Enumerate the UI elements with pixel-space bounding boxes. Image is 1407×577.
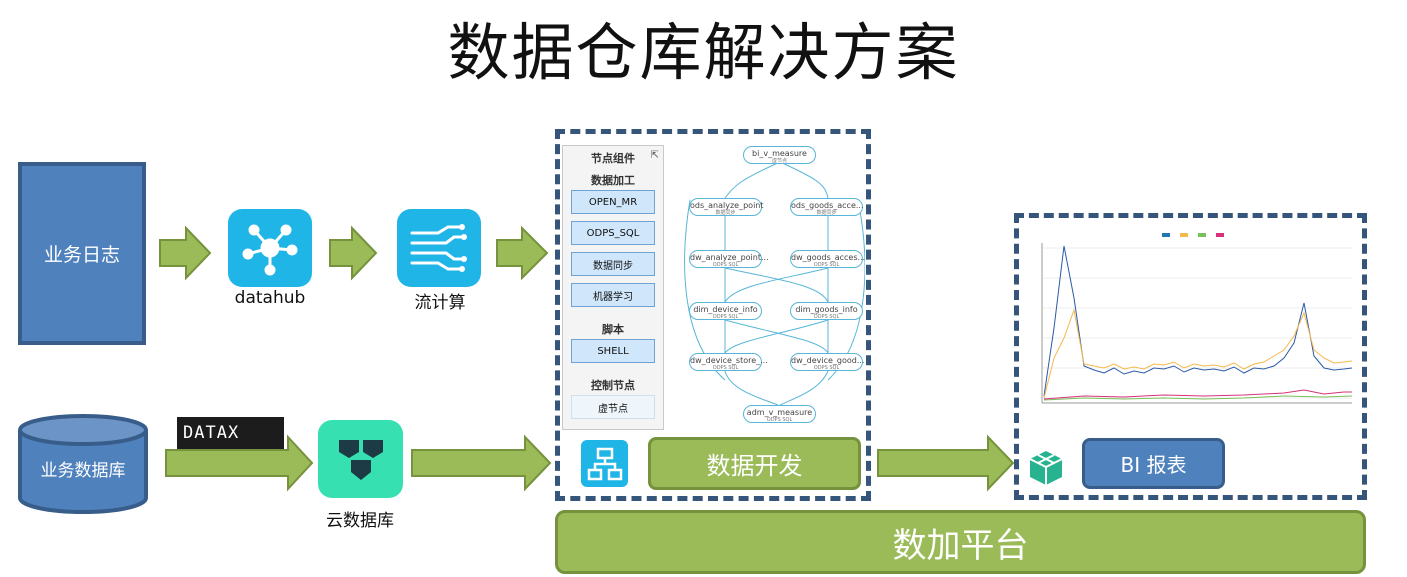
open-mr-button[interactable]: OPEN_MR [571,190,655,214]
flow-node-title: ods_analyze_point [690,201,764,210]
shujia-platform-bar: 数加平台 [555,510,1366,574]
workflow-graph-lines [684,161,865,406]
flow-node-dw-goods-access[interactable]: dw_goods_acces...ODPS SQL [790,250,866,268]
flow-node-title: ods_goods_acce... [791,201,864,210]
legend-swatch-4 [1216,233,1224,237]
business-database-label: 业务数据库 [40,461,126,481]
series-line-2 [1043,308,1353,399]
panel-section-script: 脚本 [602,323,624,336]
flow-node-ods-goods-access[interactable]: ods_goods_acce...数据同步 [790,198,864,216]
node-component-panel: 节点组件 ⇱ 数据加工 OPEN_MR ODPS_SQL 数据同步 机器学习 脚… [562,145,664,430]
flow-node-type: ODPS SQL [712,262,739,268]
bi-report-button[interactable]: BI 报表 [1082,438,1225,489]
machine-learning-button[interactable]: 机器学习 [571,283,655,307]
flow-node-title: dw_device_good... [791,356,865,365]
legend-swatch-2 [1180,233,1188,237]
business-database-cylinder [18,414,148,514]
flow-node-type: ODPS SQL [712,365,739,371]
virtual-node-button[interactable]: 虚节点 [571,395,655,419]
flow-node-dw-analyze-point[interactable]: dw_analyze_point...ODPS SQL [689,250,769,268]
flow-node-type: ODPS SQL [712,314,739,320]
bi-cube-icon [1024,448,1068,488]
flow-node-title: dw_goods_acces... [791,253,866,262]
panel-section-processing: 数据加工 [591,174,635,187]
datax-logo: DATAX [177,417,284,449]
flow-node-title: bi_v_measure [752,149,807,158]
export-icon[interactable]: ⇱ [650,150,659,161]
flow-node-title: dim_device_info [693,305,758,314]
data-sync-button[interactable]: 数据同步 [571,252,655,276]
legend-swatch-3 [1198,233,1206,237]
series-line-3 [1043,395,1353,401]
flow-node-dw-device-goods[interactable]: dw_device_good...ODPS SQL [790,353,865,371]
panel-section-control: 控制节点 [591,379,635,392]
arrow-datahub-to-stream [329,225,378,281]
arrow-log-to-datahub [159,225,212,281]
flow-node-type: 数据同步 [715,210,736,216]
business-log-box: 业务日志 [18,162,146,345]
panel-header: 节点组件 [591,152,635,165]
series-line-4 [1043,389,1352,400]
datax-logo-text: DATAX [183,423,240,443]
bi-line-chart [1041,233,1353,404]
flow-node-title: dw_analyze_point... [690,253,769,262]
odps-sql-button[interactable]: ODPS_SQL [571,221,655,245]
flow-node-title: adm_v_measure [746,408,813,417]
flow-node-type: 虚节点 [771,158,787,164]
series-line-1 [1043,245,1353,397]
stream-compute-icon [397,209,481,287]
flow-node-dw-device-store[interactable]: dw_device_store_...ODPS SQL [689,353,768,371]
arrow-dev-to-bi [877,434,1015,492]
stream-compute-label: 流计算 [414,293,466,313]
datahub-label: datahub [234,288,306,308]
cloud-database-icon [318,420,403,498]
flow-node-type: ODPS SQL [813,314,840,320]
shell-button[interactable]: SHELL [571,339,655,363]
flow-node-type: ODPS SQL [766,417,793,423]
cloud-database-label: 云数据库 [326,511,394,531]
page-title: 数据仓库解决方案 [447,16,960,89]
flowchart-icon [581,440,628,487]
arrow-clouddb-to-dev [411,434,552,492]
flow-node-type: ODPS SQL [813,365,840,371]
flow-node-type: ODPS SQL [813,262,840,268]
flow-node-title: dw_device_store_... [690,356,768,365]
flow-node-type: 数据同步 [816,210,837,216]
legend-swatch-1 [1162,233,1170,237]
flow-node-title: dim_goods_info [795,305,858,314]
arrow-stream-to-dev [496,225,549,281]
datahub-icon [228,209,312,287]
data-development-button[interactable]: 数据开发 [648,437,861,490]
business-log-label: 业务日志 [43,244,120,266]
